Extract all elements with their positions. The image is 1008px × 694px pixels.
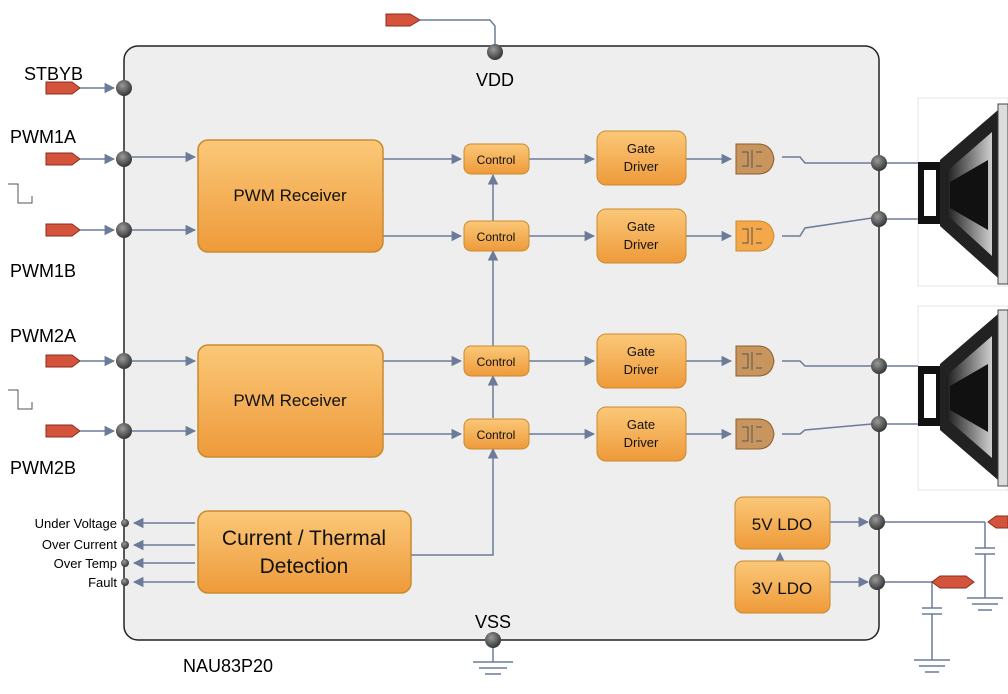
detection-block: Current / Thermal Detection <box>197 510 412 594</box>
vdd-pin-tag <box>385 13 496 50</box>
gate-driver-4-line2: Driver <box>624 435 659 450</box>
detection-line2: Detection <box>260 555 349 578</box>
gate-driver-4-line1: Gate <box>627 417 655 432</box>
ldo-5v-output-tag <box>987 515 1008 529</box>
control-block-3: Control <box>463 345 530 377</box>
gate-driver-3-line1: Gate <box>627 344 655 359</box>
gate-driver-1-line2: Driver <box>624 159 659 174</box>
output-stage-icon-2 <box>735 220 775 252</box>
gate-driver-3: Gate Driver <box>596 333 687 389</box>
ldo-3v-block: 3V LDO <box>734 560 831 614</box>
ldo-5v-label: 5V LDO <box>752 515 812 534</box>
gate-driver-4: Gate Driver <box>596 406 687 462</box>
ldo-3v-label: 3V LDO <box>752 579 812 598</box>
vdd-pin <box>487 44 503 60</box>
over-temp-pin <box>121 559 129 567</box>
gate-driver-1: Gate Driver <box>596 130 687 186</box>
control-block-2: Control <box>463 220 530 252</box>
pwm-receiver-2: PWM Receiver <box>197 344 384 458</box>
pwm2a-pin <box>116 353 132 369</box>
output-stage-icon-1 <box>735 143 775 175</box>
gate-driver-2-line2: Driver <box>624 237 659 252</box>
fault-label: Fault <box>88 575 117 590</box>
pwm2b-pin-tag <box>45 424 116 438</box>
pwm2b-pin <box>116 423 132 439</box>
pwm1b-label: PWM1B <box>10 261 76 281</box>
pwm-receiver-2-label: PWM Receiver <box>233 391 347 410</box>
control-label-3: Control <box>477 355 516 369</box>
control-block-1: Control <box>463 143 530 175</box>
pwm-receiver-1-label: PWM Receiver <box>233 186 347 205</box>
speaker-icon-2 <box>917 305 1008 491</box>
over-temp-label: Over Temp <box>54 556 117 571</box>
out1p-pin <box>871 155 887 171</box>
gate-driver-2: Gate Driver <box>596 208 687 264</box>
control-label-2: Control <box>477 230 516 244</box>
vss-pin <box>485 632 501 648</box>
pwm1a-pin <box>116 151 132 167</box>
pwm2a-pin-tag <box>45 354 116 368</box>
control-label-4: Control <box>477 428 516 442</box>
speaker-icon-1 <box>917 97 1008 287</box>
internal-wiring <box>132 151 1003 673</box>
gate-driver-3-line2: Driver <box>624 362 659 377</box>
under-voltage-label: Under Voltage <box>35 516 117 531</box>
vdd-label: VDD <box>476 70 514 90</box>
stbyb-pin-tag <box>45 81 116 95</box>
under-voltage-pin <box>121 519 129 527</box>
pwm-waveform-icon-1 <box>8 183 33 204</box>
detection-line1: Current / Thermal <box>222 527 386 550</box>
ldo-5v-pin <box>869 514 885 530</box>
over-current-label: Over Current <box>42 537 118 552</box>
vss-label: VSS <box>475 612 511 632</box>
stbyb-label: STBYB <box>24 64 83 84</box>
gate-driver-1-line1: Gate <box>627 141 655 156</box>
ldo-3v-output-tag <box>931 575 975 589</box>
chip-name: NAU83P20 <box>183 656 273 676</box>
pwm2b-label: PWM2B <box>10 458 76 478</box>
pwm1b-pin <box>116 222 132 238</box>
over-current-pin <box>121 541 129 549</box>
output-stage-icon-4 <box>735 418 775 450</box>
pwm1a-pin-tag <box>45 152 116 166</box>
stbyb-pin <box>116 80 132 96</box>
output-stage-icon-3 <box>735 345 775 377</box>
out2p-pin <box>871 358 887 374</box>
control-block-4: Control <box>463 418 530 450</box>
control-label-1: Control <box>477 153 516 167</box>
pwm2a-label: PWM2A <box>10 326 76 346</box>
pwm1b-pin-tag <box>45 223 116 237</box>
out2n-pin <box>871 416 887 432</box>
pwm1a-label: PWM1A <box>10 127 76 147</box>
pwm-waveform-icon-2 <box>8 389 33 410</box>
gate-driver-2-line1: Gate <box>627 219 655 234</box>
ldo-5v-block: 5V LDO <box>734 496 831 550</box>
out1n-pin <box>871 211 887 227</box>
ldo-3v-pin <box>869 574 885 590</box>
pwm-receiver-1: PWM Receiver <box>197 139 384 253</box>
speaker-wires <box>887 162 918 425</box>
fault-pin <box>121 578 129 586</box>
